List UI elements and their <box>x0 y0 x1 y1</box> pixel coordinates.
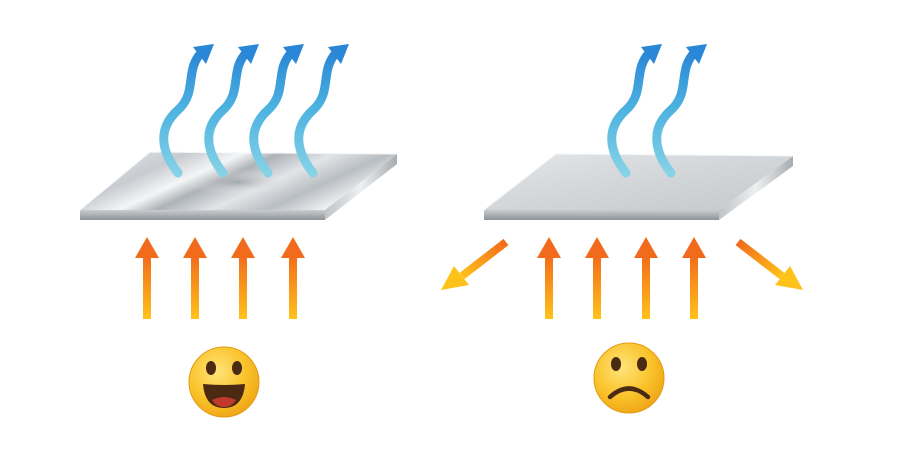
heat-arrow-up-icon <box>682 237 706 258</box>
side-heat-loss-arrows <box>441 238 803 290</box>
heat-wave-arrow <box>249 47 297 178</box>
heat-wave-arrowhead-icon <box>238 44 259 64</box>
heat-wave-arrow <box>607 47 655 178</box>
left-panel <box>79 44 398 418</box>
heat-arrow-up-icon <box>135 237 159 258</box>
heat-arrow-up-icon <box>183 237 207 258</box>
brushed-metal-plate <box>79 151 398 220</box>
plate-side-edge <box>325 154 397 220</box>
plate-front-edge <box>80 210 325 220</box>
heat-loss-arrow-right-icon <box>775 266 803 290</box>
heat-arrow-shaft <box>593 255 601 319</box>
heat-arrow-shaft <box>545 255 553 319</box>
plate-front-edge <box>484 210 719 220</box>
heat-arrow-up-icon <box>281 237 305 258</box>
plate-top-surface <box>484 154 793 210</box>
heat-wave-arrowhead-icon <box>641 44 662 64</box>
heat-arrow-shaft <box>191 255 199 319</box>
heat-arrow-up-icon <box>231 237 255 258</box>
heat-arrow-up-icon <box>537 237 561 258</box>
heat-wave-arrowhead-icon <box>328 44 349 64</box>
matte-metal-plate <box>483 153 794 220</box>
heat-arrow-shaft <box>239 255 247 319</box>
plate-side-edge <box>719 156 793 220</box>
heat-wave-arrow <box>652 47 700 178</box>
heat-waves-out <box>607 44 707 178</box>
heat-arrow-shaft <box>289 255 297 319</box>
happy-face-icon <box>188 346 260 418</box>
heat-wave-arrowhead-icon <box>193 44 214 64</box>
heat-waves-out <box>159 44 349 178</box>
plate-highlight-edge <box>79 151 398 211</box>
heat-loss-arrow-left-icon <box>441 266 469 290</box>
heat-wave-arrowhead-icon <box>686 44 707 64</box>
right-panel <box>441 44 803 414</box>
heat-arrow-up-icon <box>634 237 658 258</box>
heat-wave-arrow <box>294 47 342 178</box>
plate-highlight-edge <box>483 153 794 211</box>
sad-face-icon <box>593 342 665 414</box>
heat-arrow-shaft <box>143 255 151 319</box>
plate-brushed-sheen <box>128 156 348 208</box>
heat-wave-arrowhead-icon <box>283 44 304 64</box>
heat-wave-arrow <box>159 47 207 178</box>
heat-arrow-shaft <box>642 255 650 319</box>
heat-arrow-shaft <box>690 255 698 319</box>
heat-arrows-in <box>135 237 305 319</box>
heat-arrows-in <box>537 237 706 319</box>
heat-arrow-up-icon <box>585 237 609 258</box>
heat-wave-arrow <box>204 47 252 178</box>
heat-loss-arrow-shaft <box>735 238 785 280</box>
heat-loss-arrow-shaft <box>459 238 509 280</box>
